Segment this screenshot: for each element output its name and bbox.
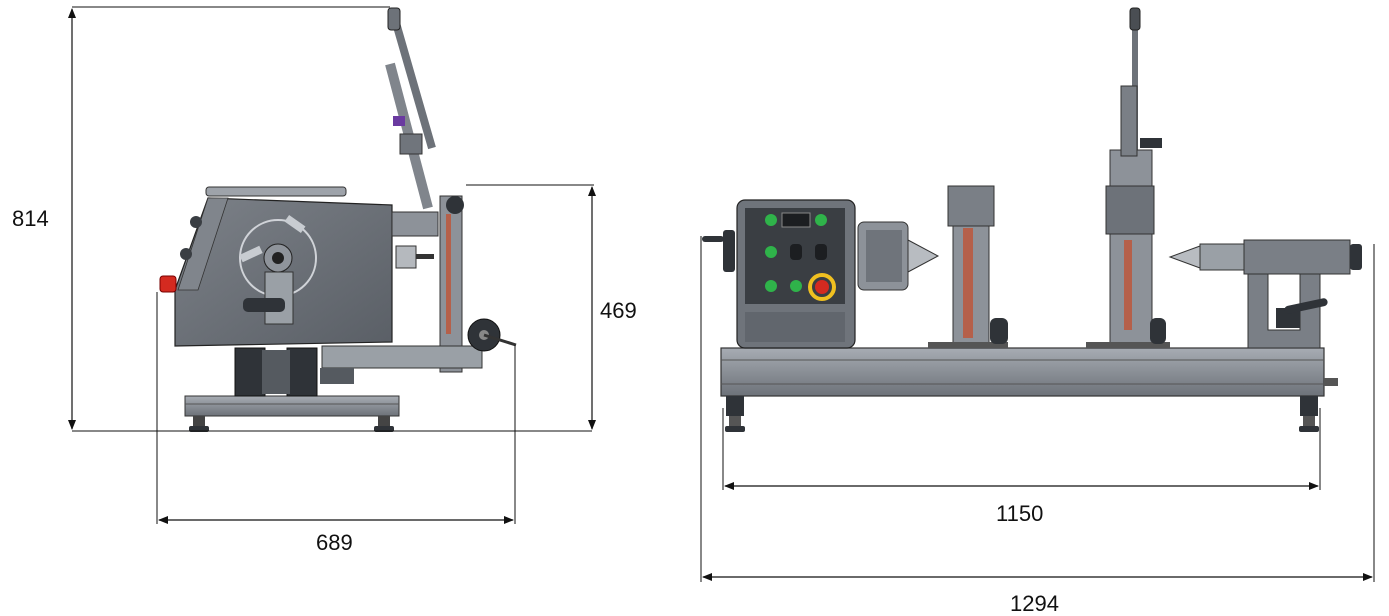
dim-label-1294: 1294 — [1010, 591, 1059, 616]
front-rail — [720, 347, 1325, 397]
emergency-stop-icon — [808, 273, 836, 301]
front-dimensions: 1150 1294 — [700, 236, 1375, 616]
front-tailstock — [1243, 239, 1351, 275]
display-icon — [781, 212, 811, 228]
side-knob-1 — [190, 216, 202, 228]
dim-label-814: 814 — [12, 206, 49, 231]
front-tailstock-quill — [1199, 243, 1247, 271]
front-view — [702, 7, 1362, 432]
side-emergency-button — [159, 275, 177, 293]
dim-label-469: 469 — [600, 298, 637, 323]
side-view — [159, 7, 517, 432]
front-foot-right — [1300, 396, 1318, 416]
dim-label-689: 689 — [316, 530, 353, 555]
front-foot-left — [726, 396, 744, 416]
side-top-bar — [205, 186, 347, 197]
dim-label-1150: 1150 — [996, 501, 1043, 526]
side-arm-rod — [390, 14, 436, 150]
side-slide-bar — [321, 345, 483, 369]
side-pedestal-right — [286, 347, 318, 397]
front-center-right — [1168, 245, 1201, 269]
front-center-left — [907, 239, 940, 273]
front-handwheel — [723, 230, 735, 272]
side-foot-right — [378, 416, 390, 426]
side-knob-2 — [180, 248, 192, 260]
side-base-plate — [184, 395, 400, 417]
side-dimensions: 814 469 689 — [12, 6, 637, 555]
side-pedestal-left — [234, 347, 266, 397]
side-purple-part — [393, 116, 405, 126]
green-button-icon — [765, 214, 777, 226]
side-foot-left — [193, 416, 205, 426]
